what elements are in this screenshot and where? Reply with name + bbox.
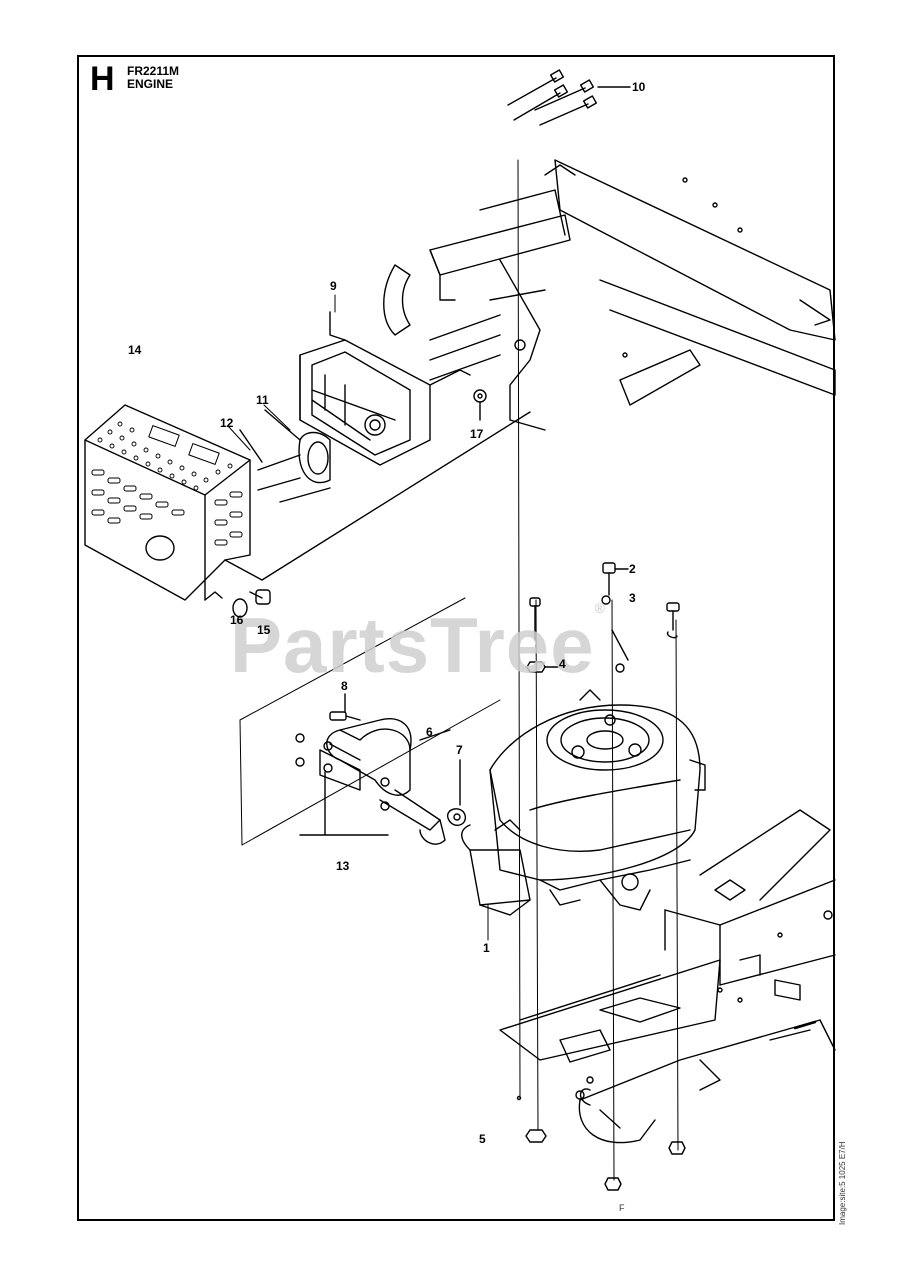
watermark-text: PartsTree: [230, 601, 595, 689]
callout-9: 9: [330, 279, 337, 293]
section-letter: H: [90, 60, 115, 98]
callout-10: 10: [632, 80, 646, 94]
callout-1: 1: [483, 941, 490, 955]
callout-6: 6: [426, 725, 433, 739]
engine-cover: [84, 404, 531, 601]
group-outline: [239, 597, 501, 846]
alignment-line: [675, 619, 679, 1151]
callout-leaders: [227, 294, 556, 941]
callout-11: 11: [256, 393, 269, 407]
callout-15: 15: [257, 623, 271, 637]
filter-element: [239, 409, 331, 503]
gasket: [447, 759, 466, 826]
callout-8: 8: [341, 679, 348, 693]
section-subtitle: ENGINE: [127, 77, 174, 91]
foot-mark: F: [619, 1203, 625, 1213]
callout-12: 12: [220, 416, 234, 430]
model-number: FR2211M: [127, 64, 180, 78]
fasteners-15-16: [232, 589, 271, 618]
bottom-nuts: [516, 1095, 686, 1191]
callout-2: 2: [629, 562, 636, 576]
callout-13: 13: [336, 859, 350, 873]
callout-16: 16: [230, 613, 244, 627]
air-filter-housing: [299, 311, 501, 466]
callout-7: 7: [456, 743, 463, 757]
image-reference: Image:site:5 1025 E7/H: [838, 1141, 847, 1225]
alignment-line: [611, 599, 615, 1181]
watermark-mark: ®: [594, 600, 606, 616]
alignment-line: [517, 159, 521, 1099]
callout-5: 5: [479, 1132, 486, 1146]
muffler-fasteners: [295, 693, 390, 836]
upper-frame: [383, 159, 836, 431]
bolts-group-10: [507, 69, 631, 126]
engine-assembly: [461, 689, 706, 916]
callout-3: 3: [629, 591, 636, 605]
muffler: [319, 718, 451, 845]
watermark: PartsTree®: [230, 600, 606, 691]
engine-bolts: [526, 562, 680, 673]
callout-17: 17: [470, 427, 484, 441]
lower-chassis: [499, 809, 836, 1144]
alignment-line: [535, 599, 539, 1131]
diagram-frame: [77, 55, 835, 1221]
callout-4: 4: [559, 657, 566, 671]
callout-14: 14: [128, 343, 142, 357]
model-title: FR2211M ENGINE: [127, 65, 179, 91]
